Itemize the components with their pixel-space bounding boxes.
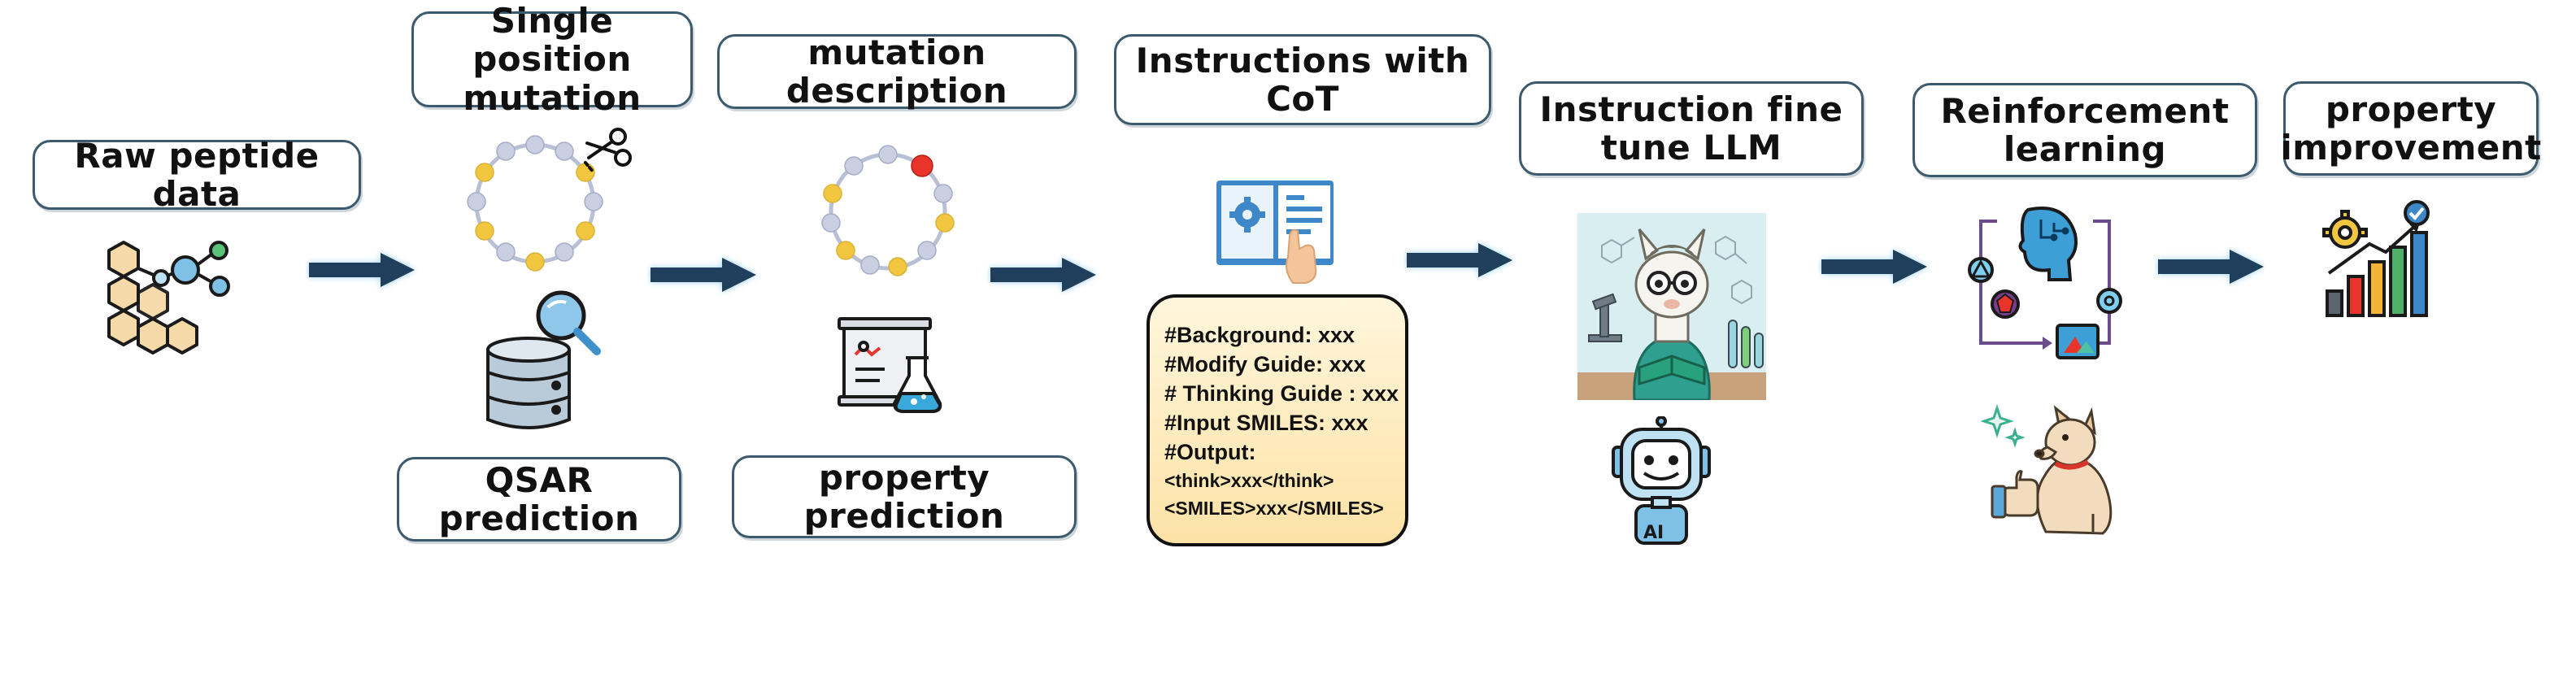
label-instruction-fine-tune-llm: Instruction fine tune LLM	[1519, 81, 1864, 176]
robot-ai-badge: AI	[1643, 523, 1664, 543]
peptide-ring-scissors-icon	[467, 128, 632, 272]
label-property-improvement: property improvement	[2280, 81, 2542, 176]
peptide-ring-mutated-icon	[821, 145, 955, 276]
label-single-line1: Single position	[472, 1, 632, 80]
growth-chart-icon	[2322, 200, 2430, 317]
instr-background: #Background: xxx	[1164, 323, 1355, 347]
instr-think-tag: <think>xxx</think>	[1164, 470, 1334, 491]
label-instructions-with-cot: Instructions with CoT	[1114, 34, 1491, 125]
arrow-3	[990, 258, 1096, 292]
arrow-4	[1407, 243, 1512, 277]
robot-ai-icon: AI	[1612, 416, 1711, 545]
label-ift-line2: tune LLM	[1600, 128, 1782, 167]
instruction-book-icon	[1216, 181, 1334, 284]
hexagon-molecule-icon	[107, 241, 230, 355]
label-mutdesc-text: mutation description	[785, 32, 1008, 111]
label-single-position-mutation: Single position mutation	[411, 2, 693, 117]
label-rl-line2: learning	[2003, 129, 2167, 169]
presentation-flask-icon	[838, 317, 942, 413]
label-mutation-description: mutation description	[717, 32, 1077, 111]
llama-scientist-illustration	[1577, 213, 1766, 400]
arrow-6	[2158, 250, 2264, 284]
label-pi-line1: property	[2325, 89, 2497, 129]
instr-output: #Output:	[1164, 440, 1256, 464]
label-raw-peptide-data: Raw peptide data	[33, 135, 361, 214]
dog-reward-icon	[1981, 404, 2113, 535]
database-search-icon	[486, 290, 601, 429]
label-raw-text: Raw peptide data	[74, 135, 320, 214]
label-cot-text: Instructions with CoT	[1135, 40, 1470, 119]
label-single-line2: mutation	[463, 77, 642, 118]
label-property-prediction: property prediction	[732, 455, 1077, 538]
instr-smiles-tag: <SMILES>xxx</SMILES>	[1164, 498, 1384, 519]
label-qsar-prediction: QSAR prediction	[397, 457, 681, 542]
label-propred-text: property prediction	[803, 457, 1005, 536]
arrow-1	[309, 253, 415, 287]
label-qsar-text: QSAR prediction	[438, 459, 640, 538]
arrow-2	[651, 258, 756, 292]
instr-modify-guide: #Modify Guide: xxx	[1164, 352, 1366, 376]
instr-thinking-guide: # Thinking Guide : xxx	[1164, 381, 1399, 406]
instr-input-smiles: #Input SMILES: xxx	[1164, 411, 1368, 435]
label-reinforcement-learning: Reinforcement learning	[1912, 83, 2257, 177]
label-pi-line2: improvement	[2280, 128, 2542, 167]
arrow-5	[1821, 250, 1927, 284]
reinforcement-learning-cycle-icon	[1968, 207, 2122, 359]
label-rl-line1: Reinforcement	[1940, 90, 2230, 131]
label-ift-line1: Instruction fine	[1539, 89, 1843, 129]
instruction-template-box: #Background: xxx #Modify Guide: xxx # Th…	[1147, 294, 1408, 546]
